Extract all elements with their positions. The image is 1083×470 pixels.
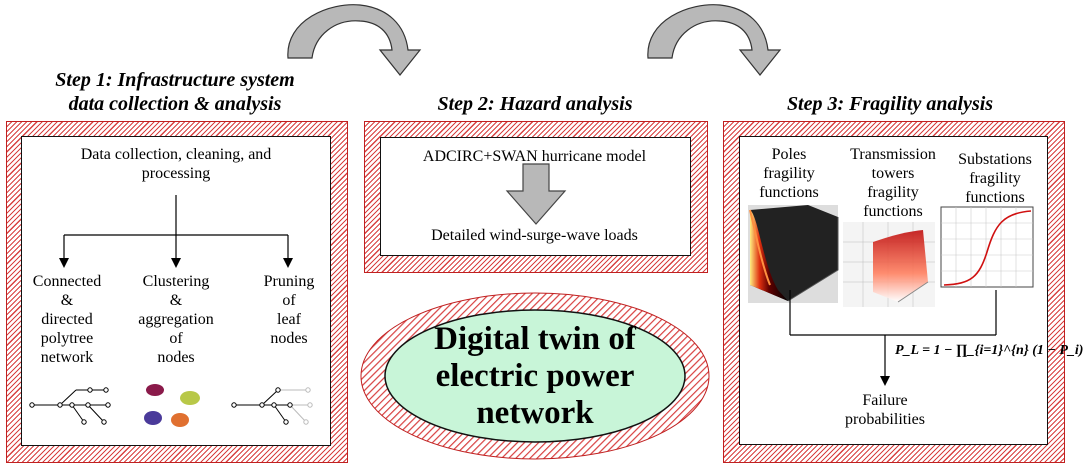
branch1-line: network [40, 349, 94, 366]
branch3-line: of [282, 292, 296, 309]
step1-title-line2: data collection & analysis [68, 93, 282, 115]
towers-line: fragility [867, 184, 919, 201]
step1-top-line2: processing [141, 165, 211, 182]
step3-title: Step 3: Fragility analysis [786, 93, 994, 115]
substations-line: fragility [969, 170, 1021, 187]
branch2-line: & [169, 292, 183, 309]
branch2-line: Clustering [142, 273, 210, 290]
step2-loads-label: Detailed wind-surge-wave loads [431, 227, 638, 244]
failure-probability-formula: P_L = 1 − ∏_{i=1}^{n} (1 − P_i) [895, 343, 1083, 358]
pruned-tree-icon [231, 387, 313, 425]
branch2-line: of [169, 330, 183, 347]
digital-twin-label: Digital twin of electric power network [395, 321, 675, 432]
digital-twin-line2: electric power [435, 358, 635, 394]
branch1-line: Connected [32, 273, 102, 290]
curved-arrow-step2-to-step3 [647, 4, 782, 76]
towers-line: towers [871, 165, 915, 182]
branch3-line: leaf [277, 311, 301, 328]
step1-title-line1: Step 1: Infrastructure system [55, 69, 295, 91]
branch3-line: nodes [270, 330, 308, 347]
towers-fragility-label: Transmission towers fragility functions [839, 145, 947, 221]
branch3-line: Pruning [263, 273, 315, 290]
node-clusters-icon [144, 384, 200, 427]
poles-fragility-surface-plot [748, 205, 839, 303]
poles-line: Poles [771, 146, 807, 163]
digital-twin-line3: network [476, 395, 594, 431]
step1-top-line1: Data collection, cleaning, and [80, 146, 272, 163]
towers-line: functions [863, 203, 923, 220]
substations-line: Substations [958, 151, 1032, 168]
step2-title: Step 2: Hazard analysis [437, 93, 633, 115]
digital-twin-line1: Digital twin of [434, 321, 636, 357]
branch2-line: aggregation [138, 311, 214, 328]
failure-line1: Failure [862, 392, 908, 409]
step2-model-label: ADCIRC+SWAN hurricane model [422, 148, 647, 165]
step3-aggregation-lines [789, 290, 997, 386]
poles-fragility-label: Poles fragility functions [745, 145, 833, 202]
towers-fragility-surface-plot [843, 222, 935, 307]
down-arrow-icon [505, 163, 567, 225]
substations-fragility-curve-plot [940, 206, 1034, 288]
step1-branch-clustering: Clustering & aggregation of nodes [126, 272, 226, 367]
branch1-line: directed [41, 311, 93, 328]
step1-branch-connected: Connected & directed polytree network [22, 272, 112, 367]
towers-line: Transmission [850, 146, 936, 163]
substations-fragility-label: Substations fragility functions [945, 150, 1045, 207]
polytree-network-icon [29, 387, 111, 425]
substations-line: functions [965, 189, 1025, 206]
failure-probabilities-label: Failure probabilities [830, 391, 940, 429]
branch1-line: & [60, 292, 74, 309]
step1-branch-lines [59, 195, 293, 268]
digital-twin-ellipse [360, 292, 710, 460]
poles-line: fragility [763, 165, 815, 182]
poles-line: functions [759, 184, 819, 201]
failure-line2: probabilities [845, 411, 925, 428]
step1-branch-pruning: Pruning of leaf nodes [250, 272, 328, 348]
step1-panel [21, 136, 331, 446]
step1-top-text: Data collection, cleaning, and processin… [30, 145, 322, 183]
branch1-line: polytree [40, 330, 94, 347]
curved-arrow-step1-to-step2 [287, 4, 422, 76]
branch2-line: nodes [157, 349, 195, 366]
step1-title: Step 1: Infrastructure system data colle… [10, 68, 340, 116]
